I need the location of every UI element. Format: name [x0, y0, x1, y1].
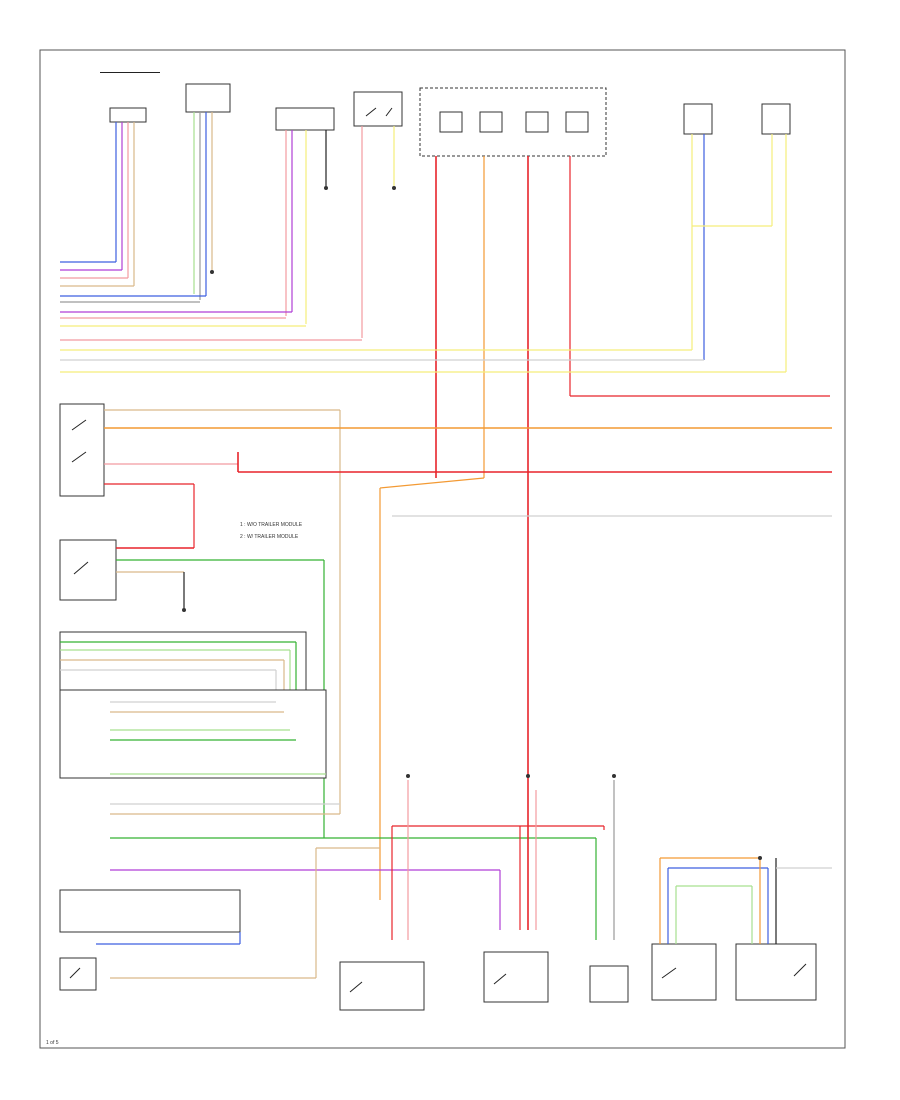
connector-block-a: [185, 83, 231, 113]
sensor-box-bottom: [589, 965, 629, 1003]
connector-front-right-transmitter: [100, 72, 160, 123]
mirror-module-left: [339, 961, 425, 1011]
diagram-border: [39, 49, 846, 1049]
door-switch-block: [353, 91, 403, 127]
legend: 1 : W/O TRAILER MODULE 2 : W/ TRAILER MO…: [240, 522, 303, 540]
sensor-front-right: [761, 103, 791, 135]
fuse-junction-box: [419, 87, 607, 157]
top-vertical-wires: [115, 112, 787, 780]
bottom-harness: [391, 780, 615, 940]
legend-item-2: 2 : W/ TRAILER MODULE: [240, 534, 299, 540]
seat-module-right: [735, 943, 817, 1001]
switch-block-upper: [59, 403, 105, 497]
page-footer-id: 1 of 5: [46, 1040, 59, 1046]
ground-symbols-top: [210, 186, 396, 274]
bottom-left-module: [59, 957, 97, 991]
horizontal-bus-wires: [60, 261, 830, 397]
connector-block-b: [275, 107, 335, 131]
connector-body: [109, 107, 147, 123]
seat-module-left: [651, 943, 717, 1001]
bottom-components: [339, 943, 817, 1011]
mirror-module-center: [483, 951, 549, 1003]
top-components: [100, 72, 791, 157]
lower-module-bus: [59, 631, 596, 991]
mid-section: [59, 403, 832, 900]
legend-item-1: 1 : W/O TRAILER MODULE: [240, 522, 303, 528]
sensor-front-left: [683, 103, 713, 135]
bottom-right-wires: [659, 856, 832, 944]
ground-symbols-bottom: [406, 774, 616, 778]
lower-left-block: [59, 539, 325, 838]
